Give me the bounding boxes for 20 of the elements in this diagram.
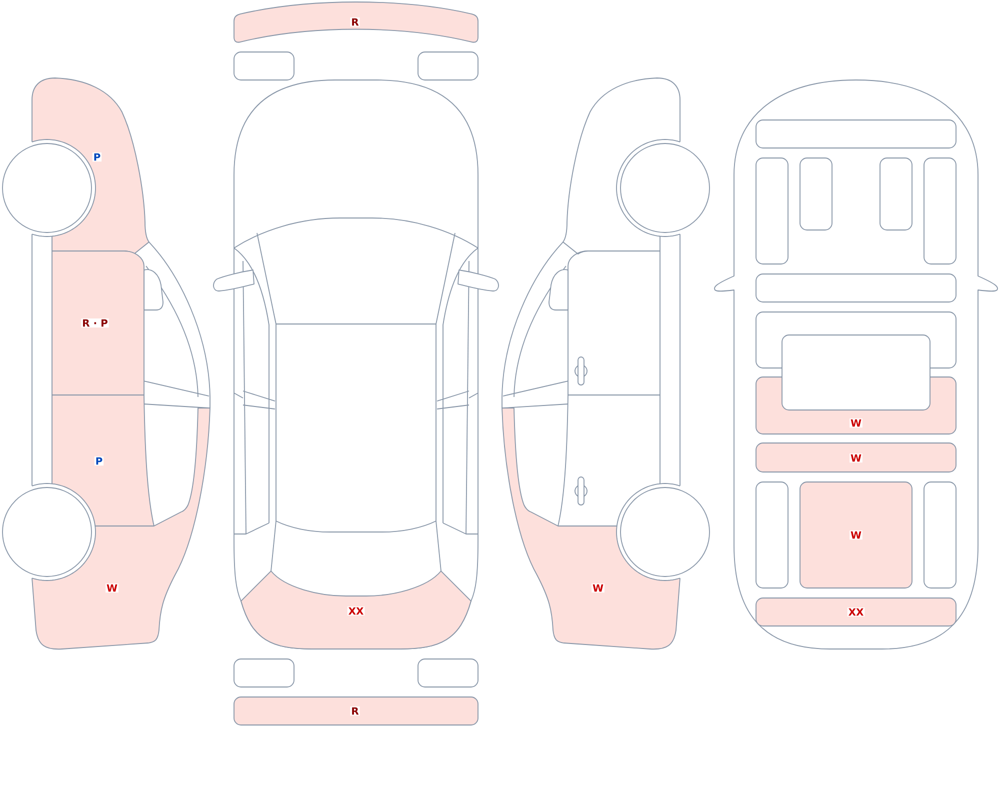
panel-box <box>800 158 832 230</box>
bumper: R <box>234 2 478 43</box>
panel-box: XX <box>756 598 956 626</box>
bumper: R <box>234 696 478 726</box>
door-panel: R · P <box>52 250 144 396</box>
panel-box <box>756 120 956 148</box>
panel-box <box>418 658 478 688</box>
panel-box: W <box>756 442 956 472</box>
panel-box <box>756 158 788 264</box>
panel-box <box>782 334 930 410</box>
panel-box <box>924 158 956 264</box>
bumper-panel: XX <box>240 570 472 650</box>
panel-box <box>880 158 912 230</box>
panel-box <box>924 482 956 588</box>
panel-box <box>756 274 956 302</box>
panel-box <box>234 52 294 80</box>
panel-box: W <box>800 482 912 588</box>
panel-box <box>756 482 788 588</box>
panel-box <box>234 658 294 688</box>
panel-box <box>418 52 478 80</box>
